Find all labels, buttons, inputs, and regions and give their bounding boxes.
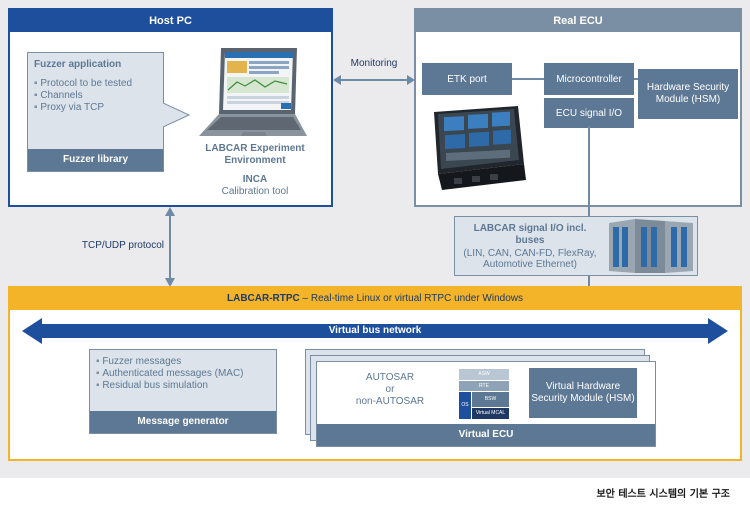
ecu-hardware-icon <box>434 106 526 190</box>
labcar-signal-io-sub: (LIN, CAN, CAN-FD, FlexRay, Automotive E… <box>463 248 597 270</box>
fuzzer-application-title: Fuzzer application <box>34 59 122 70</box>
fuzzer-item-channels: Channels <box>34 90 132 102</box>
tcp-udp-label: TCP/UDP protocol <box>81 240 164 251</box>
virtual-hsm-box: Virtual Hardware Security Module (HSM) <box>529 368 637 418</box>
labcar-signal-io-box: LABCAR signal I/O incl. buses (LIN, CAN,… <box>454 216 698 276</box>
ecu-signal-io-box: ECU signal I/O <box>544 98 634 128</box>
monitoring-label: Monitoring <box>350 58 398 69</box>
autosar-line-3: non-AUTOSAR <box>355 396 425 407</box>
message-generator-list: Fuzzer messages Authenticated messages (… <box>96 356 244 392</box>
software-stack: ASW RTE OS BSW Virtual MCAL <box>459 369 509 419</box>
virtual-ecu-label: Virtual ECU <box>317 424 655 446</box>
fuzzer-library-label: Fuzzer library <box>28 149 163 171</box>
message-generator-box: Fuzzer messages Authenticated messages (… <box>89 349 277 434</box>
stack-os: OS <box>459 392 471 419</box>
real-ecu-title: Real ECU <box>416 10 740 32</box>
micro-hsm-connector <box>634 78 638 80</box>
labcar-rtpc-title: LABCAR-RTPC <box>226 293 300 304</box>
fuzzer-application-list: Protocol to be tested Channels Proxy via… <box>34 78 132 114</box>
inca-label: INCA <box>242 174 268 185</box>
labcar-rack-icon <box>609 219 693 273</box>
virtual-bus-arrow <box>22 318 728 344</box>
virtual-bus-label: Virtual bus network <box>328 325 422 336</box>
autosar-line-2: or <box>385 384 395 395</box>
real-ecu-panel: Real ECU ETK port Microcontroller Hardwa… <box>414 8 742 207</box>
signal-rtpc-connector <box>588 276 590 286</box>
labcar-rtpc-header: LABCAR-RTPC – Real-time Linux or virtual… <box>10 288 740 310</box>
microcontroller-box: Microcontroller <box>544 63 634 95</box>
stack-rte: RTE <box>459 381 509 391</box>
fuzzer-application-box: Fuzzer application Protocol to be tested… <box>27 52 164 172</box>
etk-port-box: ETK port <box>422 63 512 95</box>
labcar-rtpc-subtitle: – Real-time Linux or virtual RTPC under … <box>302 293 524 304</box>
ecu-signal-connector <box>588 126 590 216</box>
etk-micro-connector <box>512 78 544 80</box>
autosar-label: AUTOSAR or non-AUTOSAR <box>335 372 445 408</box>
hsm-label: Hardware Security Module (HSM) <box>646 82 730 105</box>
hsm-box: Hardware Security Module (HSM) <box>638 69 738 119</box>
host-pc-title: Host PC <box>10 10 331 32</box>
virtual-ecu-card: AUTOSAR or non-AUTOSAR ASW RTE OS BSW Vi… <box>316 361 656 447</box>
laptop-icon <box>199 48 307 136</box>
tcp-udp-arrow <box>165 207 175 287</box>
msg-item-mac: Authenticated messages (MAC) <box>96 368 243 380</box>
stack-asw: ASW <box>459 369 509 380</box>
monitoring-arrow <box>333 75 415 85</box>
message-generator-label: Message generator <box>90 411 276 433</box>
stack-mcal: Virtual MCAL <box>472 408 509 419</box>
stack-bsw: BSW <box>472 392 509 407</box>
labcar-experiment-environment-label: LABCAR Experiment Environment <box>205 143 305 166</box>
inca-sub-label: Calibration tool <box>221 186 289 197</box>
host-pc-panel: Host PC Fuzzer application Protocol to b… <box>8 8 333 207</box>
figure-caption: 보안 테스트 시스템의 기본 구조 <box>596 489 730 500</box>
labcar-signal-io-title: LABCAR signal I/O incl. buses <box>473 223 587 246</box>
msg-item-fuzzer: Fuzzer messages <box>96 356 244 368</box>
autosar-line-1: AUTOSAR <box>365 372 415 383</box>
msg-item-residual: Residual bus simulation <box>96 380 244 392</box>
fuzzer-item-proxy: Proxy via TCP <box>34 102 132 114</box>
virtual-hsm-label: Virtual Hardware Security Module (HSM) <box>531 381 635 404</box>
callout-pointer <box>163 102 191 128</box>
fuzzer-item-protocol: Protocol to be tested <box>34 78 132 90</box>
